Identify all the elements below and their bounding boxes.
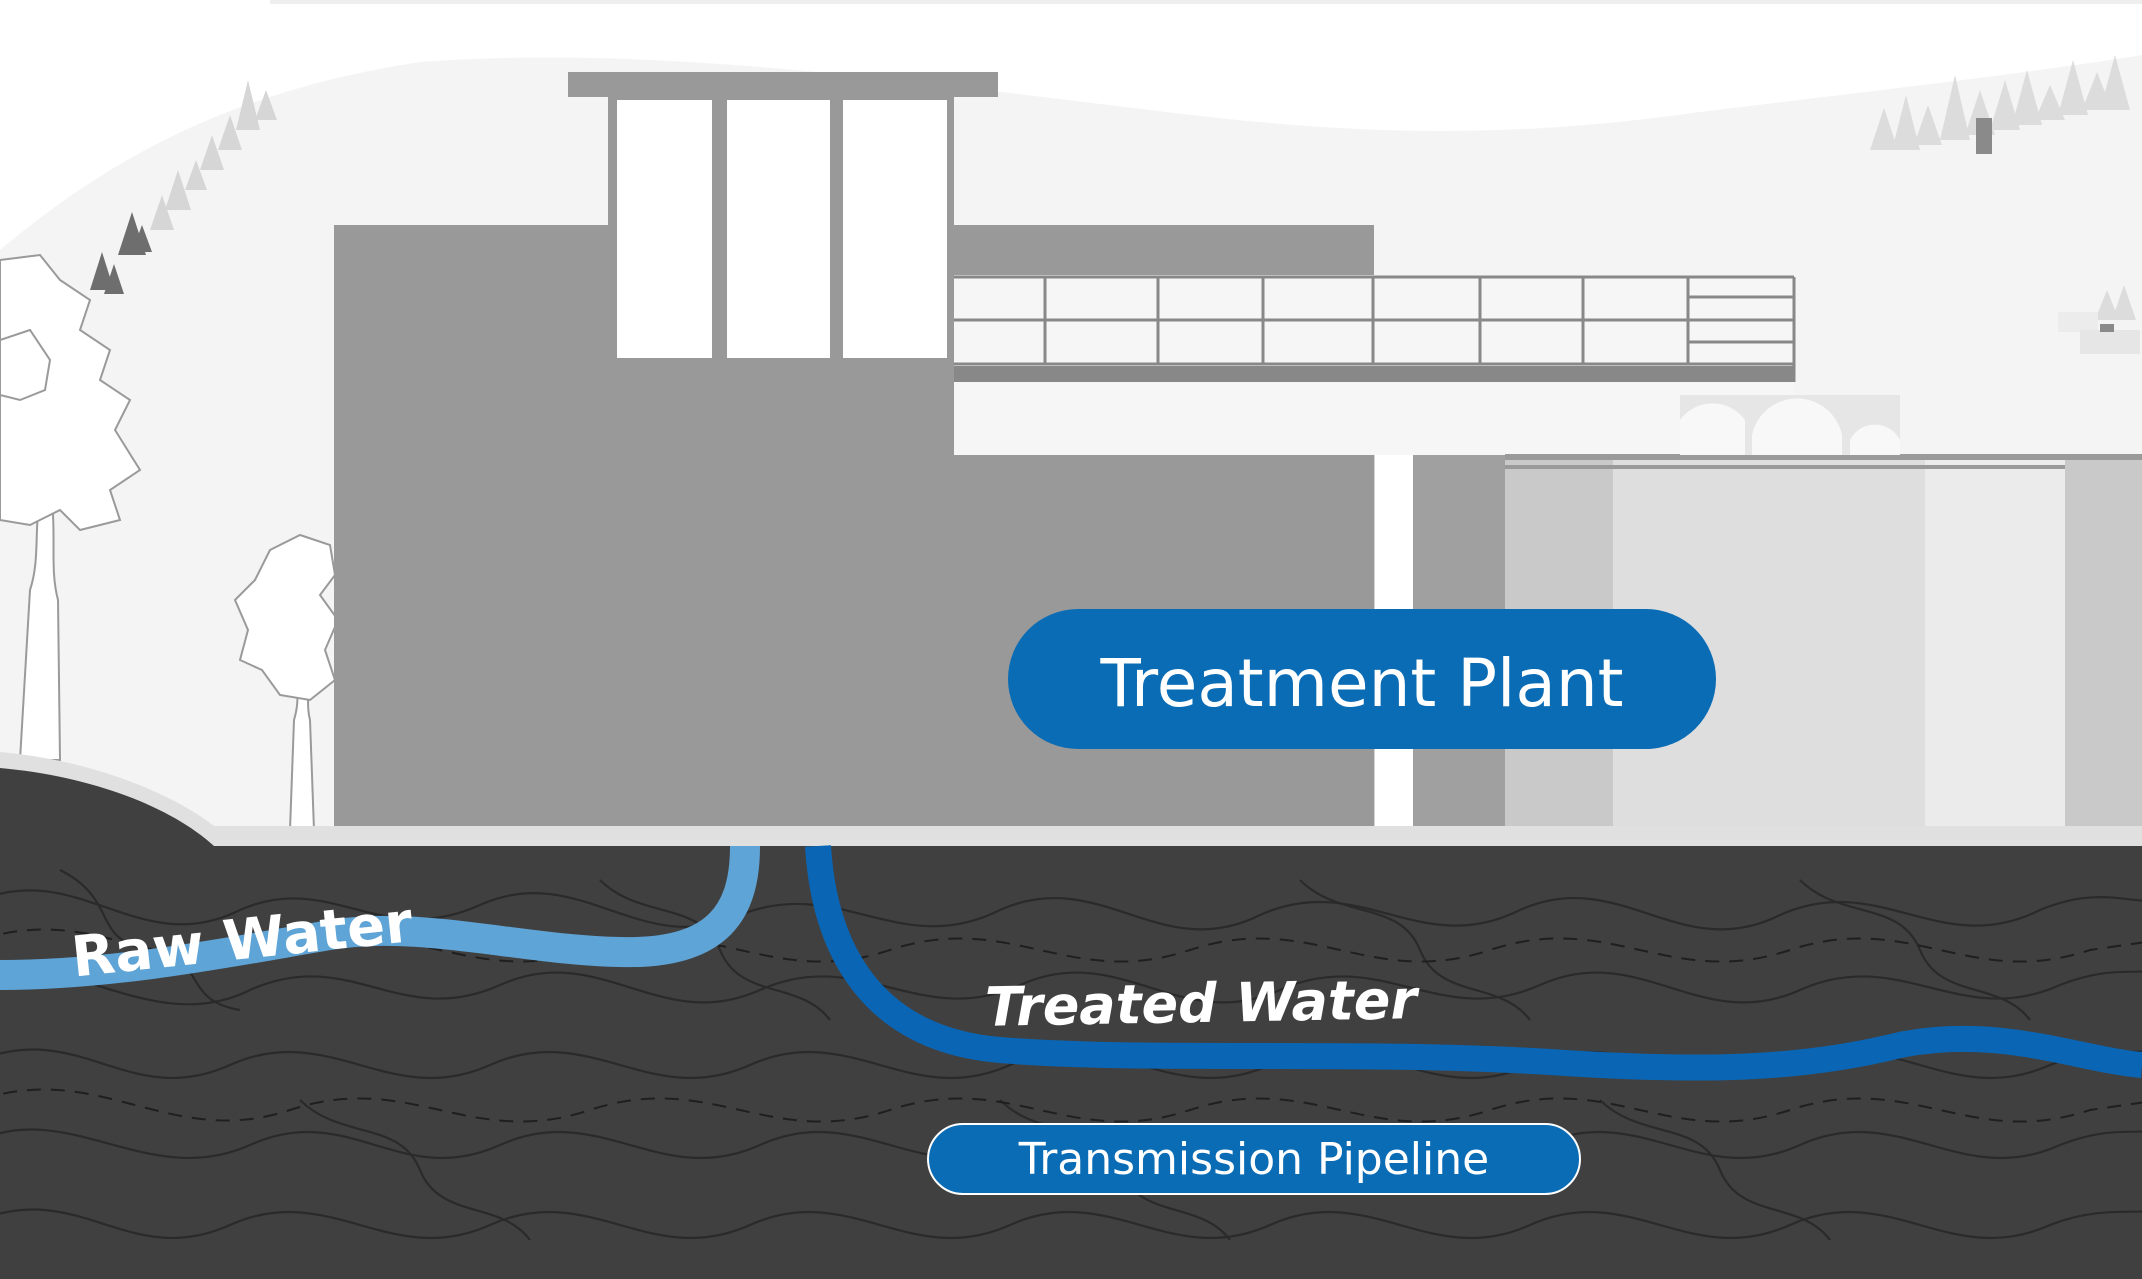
treatment-plant-label: Treatment Plant — [1099, 645, 1623, 722]
top-band — [270, 0, 2142, 4]
raw-water-pipe — [0, 845, 760, 990]
pine-tree-icon — [1870, 55, 2136, 320]
distant-building — [1976, 118, 1992, 154]
arches — [1680, 395, 1900, 455]
wing-ledge — [1505, 454, 2142, 460]
roof-cap — [568, 72, 998, 97]
wing-panel — [2065, 460, 2142, 835]
pine-tree-icon — [90, 212, 152, 294]
soil — [0, 768, 2142, 1279]
window — [843, 100, 947, 358]
wing-panel — [1925, 460, 2065, 835]
walkway-deck — [954, 366, 1794, 382]
treatment-plant-badge: Treatment Plant — [1008, 609, 1716, 749]
tree-icon — [233, 533, 340, 831]
wing-ledge — [1505, 465, 2065, 469]
distant-building — [2100, 324, 2114, 332]
transmission-pipeline-label: Transmission Pipeline — [1018, 1134, 1489, 1185]
transmission-pipeline-badge: Transmission Pipeline — [927, 1123, 1581, 1195]
gravel-border — [0, 752, 2142, 850]
distant-building — [2080, 330, 2140, 354]
window — [617, 100, 712, 358]
treated-water-label: Treated Water — [985, 968, 1421, 1039]
window — [727, 100, 830, 358]
tree-icon — [0, 253, 142, 761]
railing — [954, 275, 1796, 382]
treatment-plant-building — [334, 72, 2142, 835]
treated-water-pipe — [805, 845, 2142, 1081]
distant-building — [2058, 312, 2098, 332]
pine-tree-icon — [150, 80, 277, 230]
